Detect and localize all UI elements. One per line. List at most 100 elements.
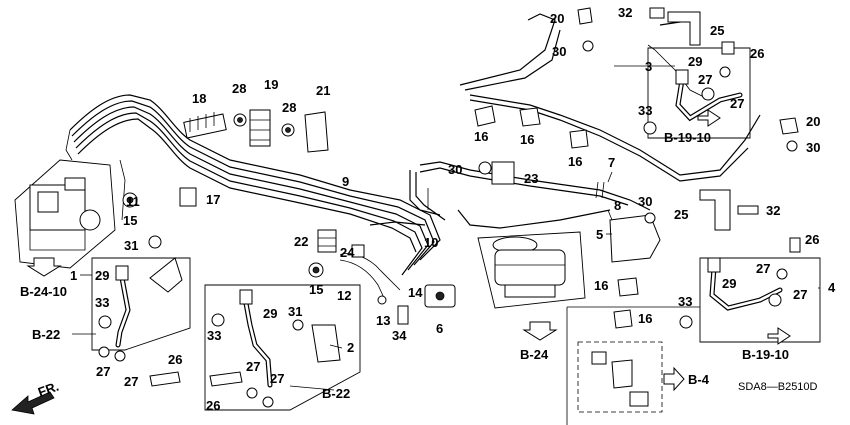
callout-27f: 27 [124, 374, 138, 389]
clip-20b [779, 117, 799, 135]
pipe-clip-24 [351, 244, 365, 258]
callout-29c: 29 [95, 268, 109, 283]
abs-modulator-unit [14, 159, 116, 269]
callout-10: 10 [424, 235, 438, 250]
bolt-34 [397, 305, 409, 325]
pipe-clip-22 [317, 229, 337, 253]
callout-14: 14 [408, 285, 423, 300]
bolt-30a [478, 161, 492, 175]
callout-33d: 33 [207, 328, 221, 343]
callout-32a: 32 [618, 5, 632, 20]
reference-labels: B-24-10 B-22 B-22 B-24 B-4 B-19-10 B-19-… [20, 130, 789, 401]
callout-34: 34 [392, 328, 407, 343]
callout-27d: 27 [793, 287, 807, 302]
detail-box-b4 [566, 306, 700, 425]
arrow-b24 [522, 321, 558, 341]
callout-20a: 20 [550, 11, 564, 26]
callout-32b: 32 [766, 203, 780, 218]
pipe-clip-16c [569, 129, 589, 149]
pipe-clip-16a [474, 105, 496, 127]
callout-9: 9 [342, 174, 349, 189]
pipe-clip-18 [183, 112, 227, 139]
rear-right-hose-assembly [643, 41, 751, 139]
arrow-b2410 [26, 257, 62, 277]
callout-12: 12 [337, 288, 351, 303]
callout-16c: 16 [568, 154, 582, 169]
ref-b-22-left: B-22 [32, 327, 60, 342]
callout-6: 6 [436, 321, 443, 336]
callout-27a: 27 [698, 72, 712, 87]
callout-27g: 27 [246, 359, 260, 374]
front-right-hose-assembly [204, 284, 361, 411]
callout-numbers: 1 2 3 4 5 6 7 8 9 10 11 12 13 14 15 15 1… [70, 5, 836, 413]
master-cylinder [477, 231, 586, 309]
callout-22: 22 [294, 234, 308, 249]
bolt-32b [737, 205, 759, 215]
front-left-hose-assembly [91, 235, 191, 387]
rear-brake-pipes [409, 13, 761, 229]
bracket-5 [609, 214, 661, 263]
callout-31a: 31 [124, 238, 138, 253]
callout-13: 13 [376, 313, 390, 328]
ref-b-24-10: B-24-10 [20, 284, 67, 299]
callout-28b: 28 [282, 100, 296, 115]
pipe-clip-17 [179, 187, 197, 207]
grommet-15a [122, 192, 138, 208]
callout-16e: 16 [638, 311, 652, 326]
callout-26c: 26 [168, 352, 182, 367]
callout-16a: 16 [474, 129, 488, 144]
ref-b-19-10-bottom: B-19-10 [742, 347, 789, 362]
bracket-25a [649, 7, 701, 46]
pipe-clip-21 [304, 111, 329, 153]
rear-left-hose-assembly [679, 237, 821, 343]
arrow-b1910b [767, 327, 791, 345]
callout-16b: 16 [520, 132, 534, 147]
callout-17: 17 [206, 192, 220, 207]
callout-21: 21 [316, 83, 330, 98]
ref-b-19-10-top: B-19-10 [664, 130, 711, 145]
joint-13 [377, 295, 387, 305]
callout-29d: 29 [263, 306, 277, 321]
bracket-25b [699, 189, 731, 231]
callout-29a: 29 [688, 54, 702, 69]
callout-5: 5 [596, 227, 603, 242]
callout-23: 23 [524, 171, 538, 186]
callout-33b: 33 [678, 294, 692, 309]
callout-30d: 30 [638, 194, 652, 209]
callout-33c: 33 [95, 295, 109, 310]
callout-7: 7 [608, 155, 615, 170]
callout-11: 11 [126, 194, 140, 209]
callout-1: 1 [70, 268, 77, 283]
callout-25a: 25 [710, 23, 724, 38]
bolt-30c [786, 140, 798, 152]
callout-4: 4 [828, 280, 836, 295]
callout-28a: 28 [232, 81, 246, 96]
bolt-30b [582, 40, 594, 52]
bolt-30d [644, 212, 656, 224]
callout-18: 18 [192, 91, 206, 106]
callout-30b: 30 [552, 44, 566, 59]
proportioning-valve [424, 284, 456, 308]
leader-lines [72, 65, 820, 391]
pipe-clip-16b [519, 107, 541, 127]
pipe-clip-19 [249, 109, 271, 147]
callout-20b: 20 [806, 114, 820, 129]
pipe-clip-28b [281, 123, 295, 137]
front-direction-arrow [11, 391, 55, 415]
arrow-b4 [663, 366, 685, 392]
ref-b-4: B-4 [688, 372, 710, 387]
arrow-b1910a [697, 109, 721, 127]
callout-31b: 31 [288, 304, 302, 319]
callout-15b: 15 [309, 282, 323, 297]
callout-27c: 27 [756, 261, 770, 276]
grommet-15b [308, 262, 324, 278]
callout-26a: 26 [750, 46, 764, 61]
callout-26b: 26 [805, 232, 819, 247]
callout-30a: 30 [448, 162, 462, 177]
ref-b-24: B-24 [520, 347, 549, 362]
pipe-clip-28a [233, 113, 247, 127]
pipe-clip-16d [617, 277, 639, 297]
pipe-clip-23 [491, 161, 515, 185]
callout-8: 8 [614, 198, 621, 213]
front-direction-label: FR. [36, 379, 61, 400]
